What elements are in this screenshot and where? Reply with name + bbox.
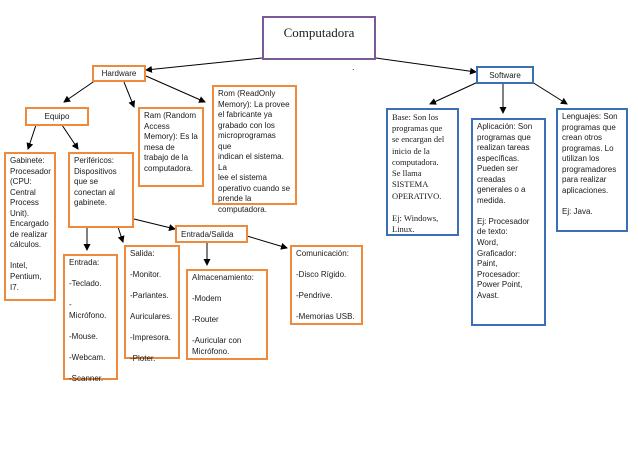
entrada-node: Entrada: -Teclado. - Micrófono. -Mouse. … [63, 254, 118, 383]
perifericos-node: Periféricos: Dispositivos que se conecta… [68, 152, 134, 228]
base-node: Base: Son los programas que se encargan … [386, 108, 459, 236]
aplicacion-node: Aplicación: Son programas que realizan t… [471, 118, 546, 326]
arrow-software-to-base [429, 81, 479, 105]
entrada-salida-node: Entrada/Salida [175, 225, 248, 243]
arrow-hardware-to-equipo [63, 79, 97, 103]
arrow-equipo-to-perifericos [61, 124, 79, 150]
software-node: Software [476, 66, 534, 84]
salida-node: Salida: -Monitor. -Parlantes. Auriculare… [124, 245, 180, 363]
ram-node: Ram (Random Access Memory): Es la mesa d… [138, 107, 204, 187]
arrow-software-to-lenguajes [531, 81, 568, 105]
arrow-hardware-to-rom [145, 75, 206, 103]
arrow-equipo-to-gabinete [26, 124, 37, 150]
title-node: Computadora [262, 16, 376, 60]
lenguajes-node: Lenguajes: Son programas que crean otros… [556, 108, 628, 232]
arrow-hardware-to-ram [123, 81, 136, 108]
arrow-entrada-salida-to-comunicacion [246, 235, 288, 250]
arrow-perifericos-to-entrada-salida [133, 218, 176, 231]
arrow-title-to-hardware [145, 57, 263, 73]
comunicacion-node: Comunicación: -Disco Rígido. -Pendrive. … [290, 245, 363, 325]
almacenamiento-node: Almacenamiento: -Modem -Router -Auricula… [186, 269, 268, 360]
arrow-perifericos-to-salida [117, 226, 125, 243]
gabinete-node: Gabinete: Procesador (CPU: Central Proce… [4, 152, 56, 301]
equipo-node: Equipo [25, 107, 89, 126]
hardware-node: Hardware [92, 65, 146, 82]
arrow-title-to-software [375, 57, 477, 75]
dot-mark: . [352, 62, 362, 74]
rom-node: Rom (ReadOnly Memory): La provee el fabr… [212, 85, 297, 214]
